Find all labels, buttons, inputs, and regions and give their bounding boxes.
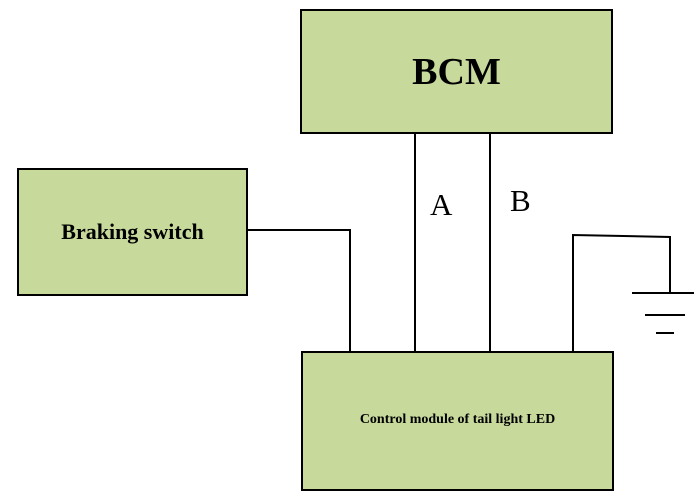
wire-layer: [248, 134, 694, 351]
braking-switch-label: Braking switch: [61, 219, 204, 244]
bcm-label: BCM: [412, 50, 501, 93]
wire-a-label: A: [430, 187, 453, 222]
braking-signal-wire: [248, 229, 351, 351]
wire-b-label: B: [510, 183, 531, 218]
led-control-module-box: Control module of tail light LED: [301, 351, 614, 491]
ground-wire: [572, 233, 671, 351]
braking-switch-box: Braking switch: [17, 168, 248, 296]
led-control-module-label: Control module of tail light LED: [359, 412, 556, 427]
wiring-diagram: BCM Braking switch Control module of tai…: [17, 9, 694, 491]
bcm-box: BCM: [300, 9, 613, 134]
ground-icon: [632, 292, 694, 334]
